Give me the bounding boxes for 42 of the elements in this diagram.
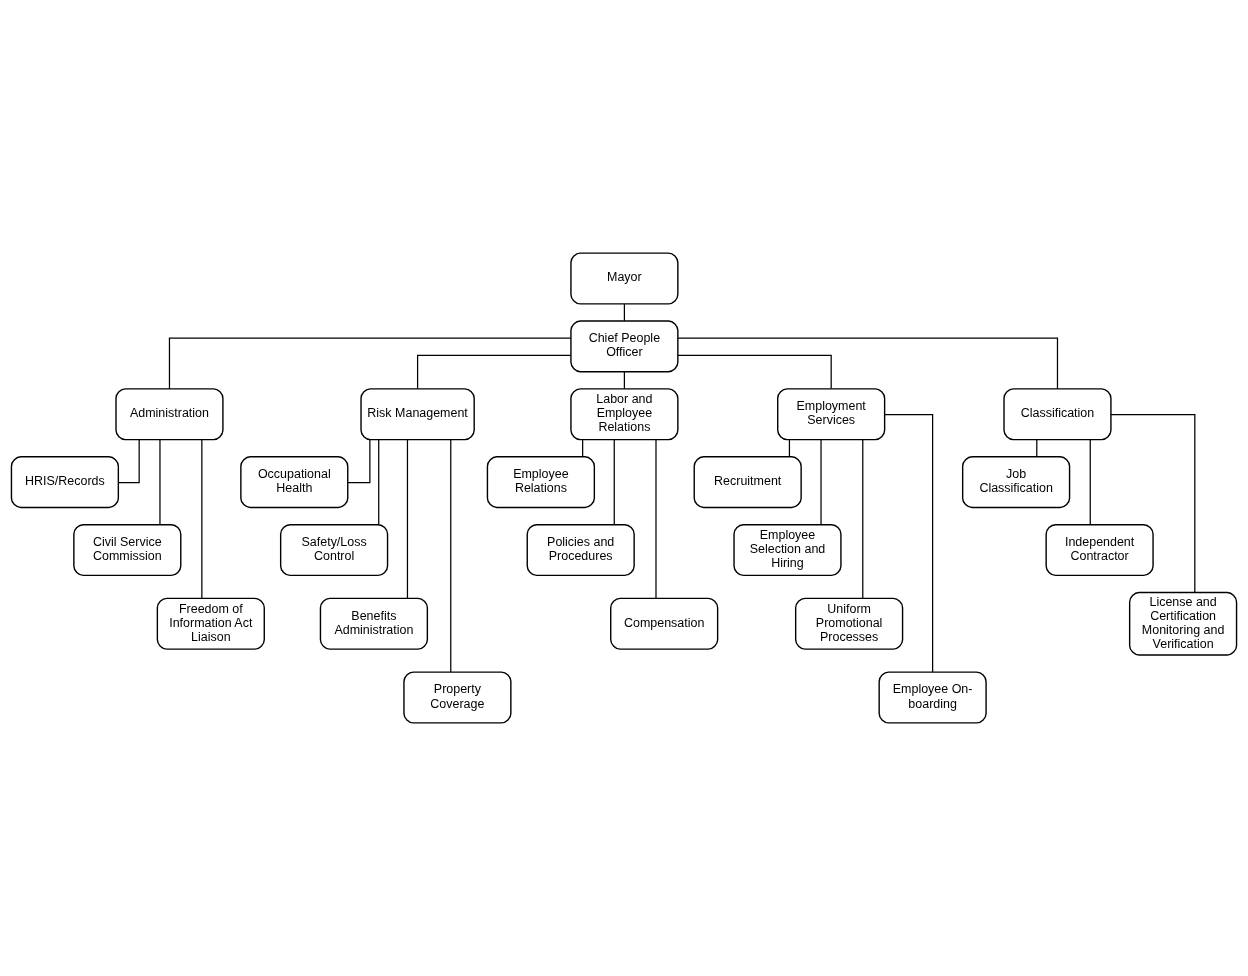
connector xyxy=(820,439,822,526)
node-box: Classification xyxy=(1003,388,1112,441)
connector xyxy=(378,439,380,526)
node-box: Recruitment xyxy=(693,456,802,509)
connector xyxy=(159,439,161,526)
node-box: Freedom of Information Act Liaison xyxy=(156,597,265,650)
node-box: Mayor xyxy=(570,252,679,305)
connector xyxy=(201,439,203,599)
node-box: Employment Services xyxy=(777,388,886,441)
node-box: Safety/Loss Control xyxy=(279,523,389,577)
connector xyxy=(117,439,140,484)
node-box: Employee Relations xyxy=(486,456,596,509)
node-box: Civil Service Commission xyxy=(73,523,182,577)
connector xyxy=(450,439,452,673)
connector xyxy=(862,439,864,599)
node-box: Benefits Administration xyxy=(319,597,429,650)
connector xyxy=(655,439,657,599)
connector xyxy=(1089,439,1091,526)
node-box: Employee On-boarding xyxy=(878,671,987,724)
node-box: License and Certification Monitoring and Verification xyxy=(1128,591,1238,656)
node-box: Policies and Procedures xyxy=(526,523,635,577)
connector xyxy=(677,354,832,390)
connector xyxy=(1110,414,1196,594)
connector xyxy=(406,439,409,599)
node-box: Chief People Officer xyxy=(570,320,679,373)
connector xyxy=(613,439,615,526)
node-box: Job Classification xyxy=(961,456,1071,509)
node-box: Occupational Health xyxy=(240,456,349,509)
connector xyxy=(347,439,371,484)
node-box: Employee Selection and Hiring xyxy=(733,523,842,577)
connector xyxy=(677,337,1059,390)
node-box: Independent Contractor xyxy=(1045,523,1154,577)
node-box: Labor and Employee Relations xyxy=(570,388,679,441)
node-box: Compensation xyxy=(610,597,719,650)
node-box: Administration xyxy=(115,388,224,441)
node-box: Risk Management xyxy=(360,388,475,441)
connector xyxy=(416,354,572,390)
node-box: Uniform Promotional Processes xyxy=(794,597,904,650)
node-box: HRIS/Records xyxy=(10,456,120,509)
connector xyxy=(168,337,572,390)
connector xyxy=(884,414,934,673)
node-box: Property Coverage xyxy=(403,671,512,724)
